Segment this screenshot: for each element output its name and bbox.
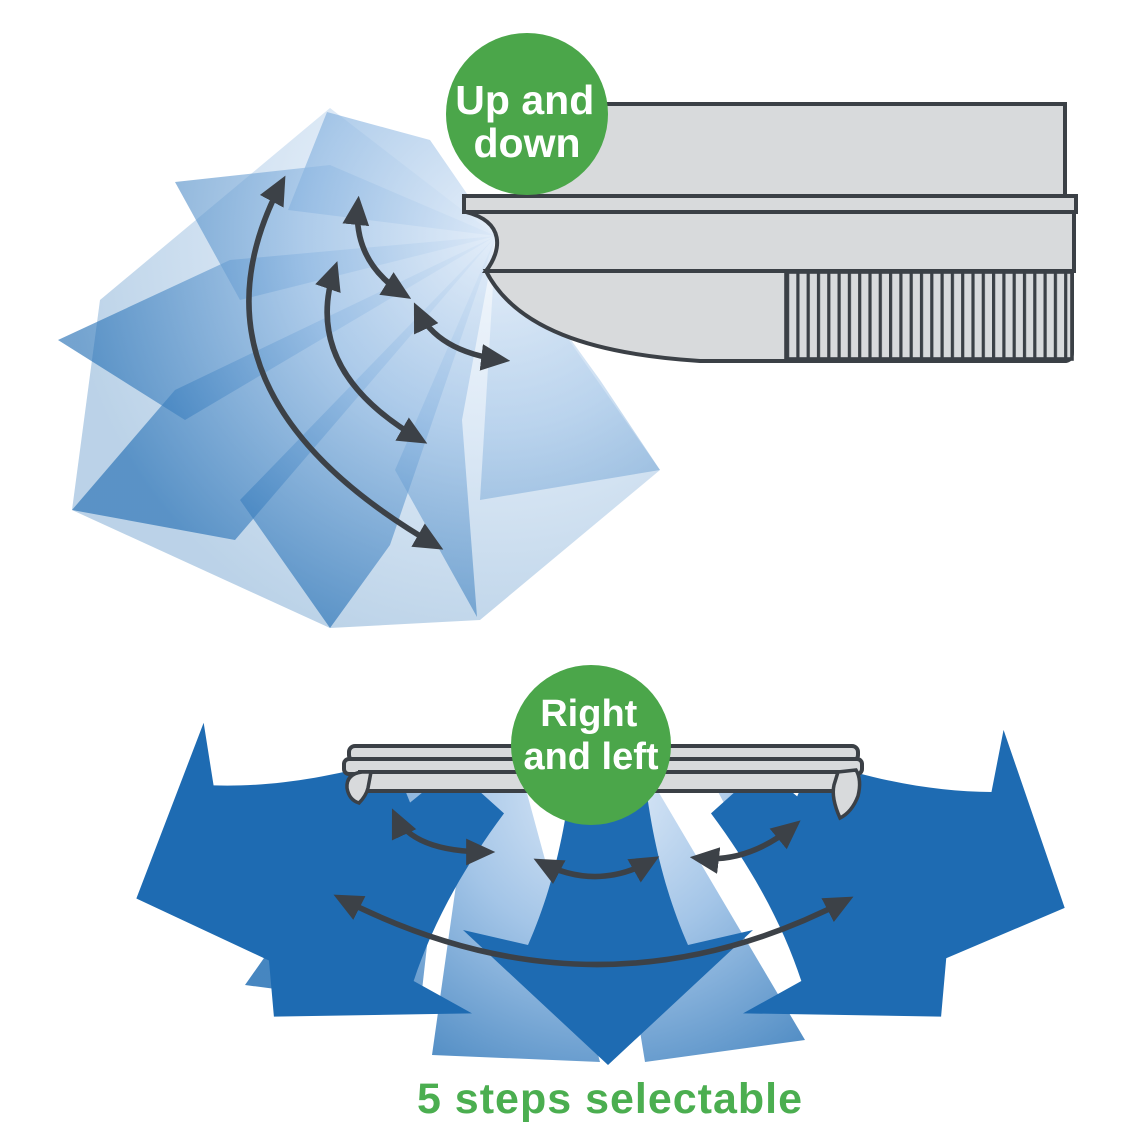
updown-diagram: Up and down [58,33,1078,628]
unit-mount-bar [462,194,1078,214]
swing-arrow-wide [333,894,854,968]
rightleft-badge-label: Right and left [523,693,658,778]
unit-front-left-cap [345,770,374,805]
swing-arrow-left [391,808,496,866]
rightleft-diagram: Right and left 5 steps selectable [136,665,1065,1123]
rightleft-swing-arrows [333,808,854,968]
updown-swing-arrows [246,175,511,550]
swing-arrow-middle [315,261,428,444]
swing-arrow-center [533,856,660,885]
unit-mid-band [465,210,1076,273]
ac-unit-side-view [462,102,1078,363]
caption-steps-selectable: 5 steps selectable [417,1075,803,1123]
swing-arrow-right [689,820,801,874]
updown-badge-label: Up and down [455,77,598,166]
unit-grille [784,270,1074,361]
rightleft-badge: Right and left [511,665,671,825]
swing-arrow-lower [413,302,511,371]
unit-front-right-cap [831,768,862,821]
updown-badge-circle [446,33,608,195]
swing-arrow-large [246,175,444,550]
rightleft-badge-circle [511,665,671,825]
updown-badge: Up and down [446,33,608,195]
